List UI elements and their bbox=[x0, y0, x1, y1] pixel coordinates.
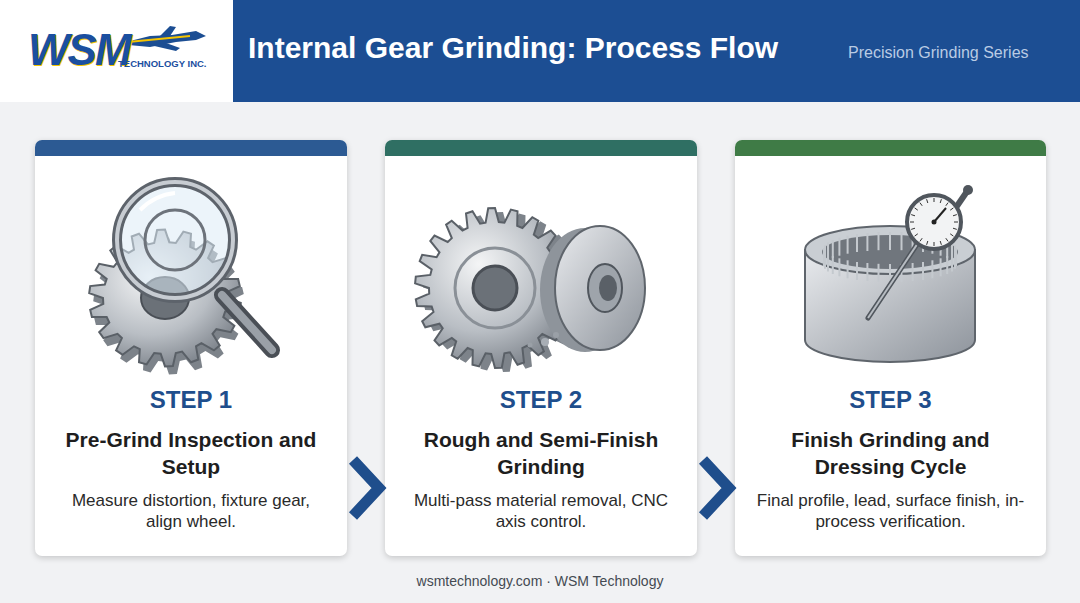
arrowhead bbox=[353, 460, 379, 516]
step-heading: Rough and Semi-Finish Grinding bbox=[406, 426, 676, 480]
footer-text: wsmtechnology.com · WSM Technology bbox=[0, 573, 1080, 589]
logo-subtitle: TECHNOLOGY INC. bbox=[118, 58, 207, 69]
step-heading: Pre-Grind Inspection and Setup bbox=[56, 426, 326, 480]
series-tag: Precision Grinding Series bbox=[848, 44, 1029, 62]
card-text-block: STEP 1 Pre-Grind Inspection and SetupMeas… bbox=[35, 386, 347, 532]
magnifier bbox=[117, 182, 272, 350]
card-text-block: STEP 3 Finish Grinding and Dressing Cycle… bbox=[735, 386, 1046, 532]
chevron-arrow bbox=[703, 460, 729, 516]
chevron-arrow bbox=[353, 460, 379, 516]
card-top-bar bbox=[385, 140, 697, 156]
arrowhead bbox=[703, 460, 729, 516]
step-description: Multi-pass material removal, CNC axis co… bbox=[407, 490, 675, 532]
grinding-wheel bbox=[528, 226, 646, 352]
card-top-bar bbox=[35, 140, 347, 156]
logo-wordmark: WSM bbox=[28, 26, 130, 74]
step-description: Final profile, lead, surface finish, in-… bbox=[757, 490, 1025, 532]
step-number: STEP 3 bbox=[849, 386, 931, 414]
card-text-block: STEP 2 Rough and Semi-Finish GrindingMult… bbox=[385, 386, 697, 532]
step-heading: Finish Grinding and Dressing Cycle bbox=[756, 426, 1026, 480]
dial-gauge bbox=[868, 185, 973, 318]
step-description: Measure distortion, fixture gear, align … bbox=[57, 490, 325, 532]
page-title: Internal Gear Grinding: Process Flow bbox=[248, 31, 778, 65]
step-number: STEP 2 bbox=[500, 386, 582, 414]
card-top-bar bbox=[735, 140, 1046, 156]
step-number: STEP 1 bbox=[150, 386, 232, 414]
